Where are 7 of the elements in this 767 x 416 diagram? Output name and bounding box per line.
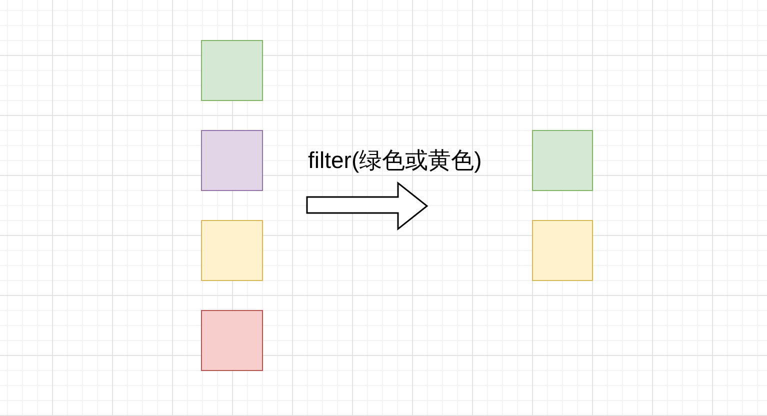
item-square [201, 310, 263, 371]
item-square [532, 220, 593, 281]
item-square [201, 130, 263, 191]
filter-label: filter(绿色或黄色) [308, 146, 482, 175]
item-square [201, 220, 263, 281]
item-square [532, 130, 593, 191]
item-square [201, 40, 263, 101]
